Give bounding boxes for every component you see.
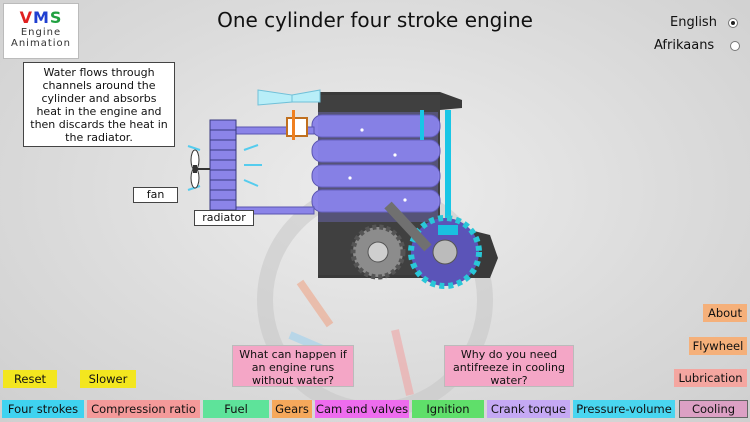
logo-brand: VMS bbox=[4, 9, 78, 27]
connecting-rod bbox=[384, 201, 432, 252]
logo-letter-s: S bbox=[49, 8, 63, 27]
language-english-label: English bbox=[670, 15, 717, 30]
page-title: One cylinder four stroke engine bbox=[217, 8, 533, 32]
vms-logo: VMS Engine Animation bbox=[3, 3, 79, 59]
language-afrikaans-label: Afrikaans bbox=[654, 38, 715, 53]
fan-label: fan bbox=[133, 187, 178, 203]
language-afrikaans-radio[interactable] bbox=[730, 41, 740, 51]
tab-four-strokes[interactable]: Four strokes bbox=[2, 400, 84, 418]
lubrication-button[interactable]: Lubrication bbox=[674, 369, 747, 387]
timing-gears bbox=[350, 215, 482, 289]
flywheel-button[interactable]: Flywheel bbox=[689, 337, 747, 355]
thermostat bbox=[257, 89, 321, 140]
tab-gears[interactable]: Gears bbox=[272, 400, 312, 418]
about-button[interactable]: About bbox=[703, 304, 747, 322]
tab-fuel[interactable]: Fuel bbox=[203, 400, 269, 418]
question-antifreeze-button[interactable]: Why do you need antifreeze in cooling wa… bbox=[444, 345, 574, 387]
cooling-description: Water flows through channels around the … bbox=[23, 62, 175, 147]
tab-crank-torque[interactable]: Crank torque bbox=[487, 400, 570, 418]
logo-letter-v: V bbox=[19, 8, 33, 27]
radiator-label: radiator bbox=[194, 210, 254, 226]
tab-cooling[interactable]: Cooling bbox=[679, 400, 748, 418]
fan bbox=[190, 149, 210, 189]
logo-line2: Animation bbox=[11, 38, 71, 49]
logo-line1: Engine bbox=[20, 27, 62, 38]
question-no-water-button[interactable]: What can happen if an engine runs withou… bbox=[232, 345, 354, 387]
tab-cam-and-valves[interactable]: Cam and valves bbox=[315, 400, 409, 418]
logo-letter-m: M bbox=[32, 8, 50, 27]
reset-button[interactable]: Reset bbox=[3, 370, 57, 388]
tab-compression-ratio[interactable]: Compression ratio bbox=[87, 400, 200, 418]
cooling-jacket bbox=[311, 112, 441, 222]
tab-pressure-volume[interactable]: Pressure-volume bbox=[573, 400, 675, 418]
slower-button[interactable]: Slower bbox=[80, 370, 136, 388]
language-english-radio[interactable] bbox=[728, 18, 738, 28]
tab-ignition[interactable]: Ignition bbox=[412, 400, 484, 418]
